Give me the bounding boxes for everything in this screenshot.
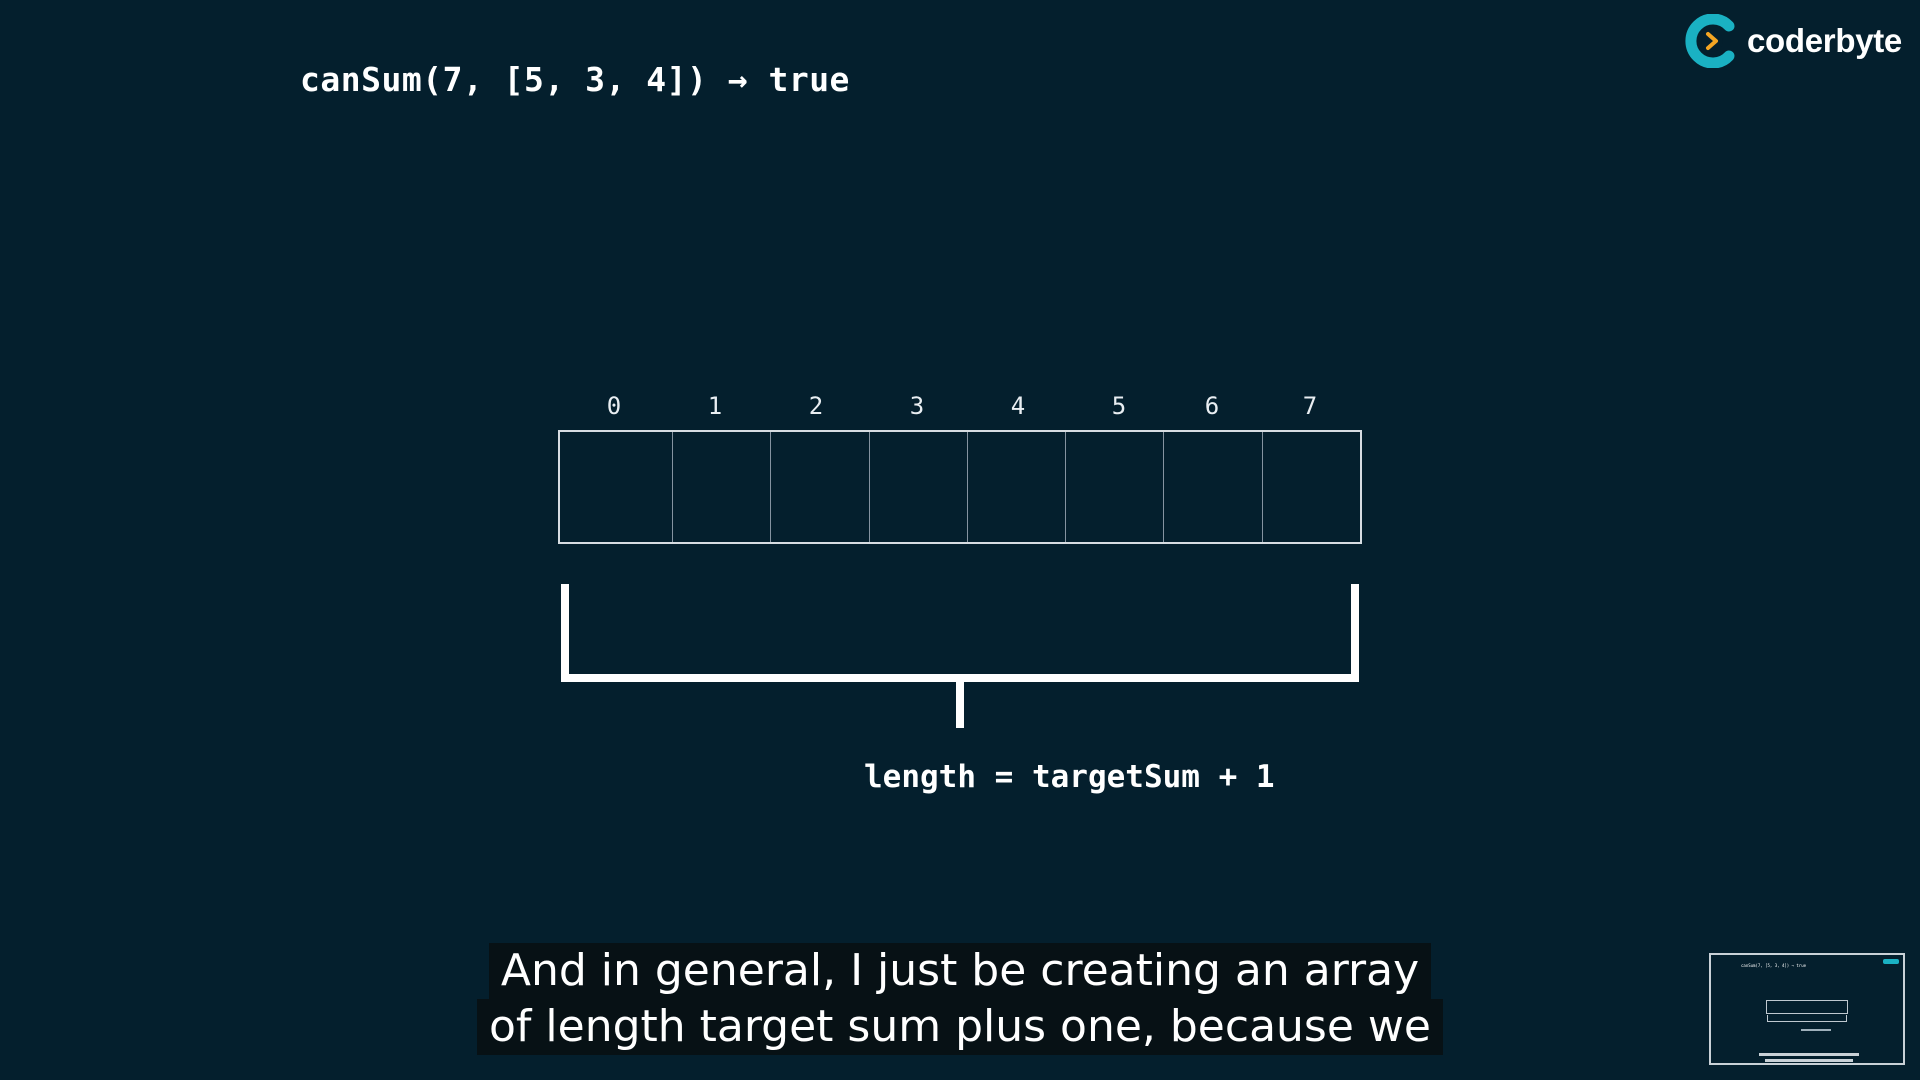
array-index: 5 xyxy=(1111,392,1127,420)
slide-title: canSum(7, [5, 3, 4]) → true xyxy=(300,60,850,99)
array-index: 1 xyxy=(707,392,723,420)
array-index: 4 xyxy=(1010,392,1026,420)
coderbyte-logo-icon xyxy=(1685,13,1739,69)
thumbnail-formula xyxy=(1801,1029,1831,1031)
subtitle-line: And in general, I just be creating an ar… xyxy=(488,943,1432,999)
coderbyte-logo: coderbyte xyxy=(1685,13,1902,69)
length-formula: length = targetSum + 1 xyxy=(864,759,1275,795)
array-index: 3 xyxy=(909,392,925,420)
thumbnail-bracket xyxy=(1767,1015,1847,1022)
array-cell xyxy=(672,432,770,542)
thumbnail-logo-icon xyxy=(1883,959,1899,964)
array-indices: 0 1 2 3 4 5 6 7 xyxy=(558,392,1362,428)
array-cell xyxy=(560,432,672,542)
preview-thumbnail[interactable]: canSum(7, [5, 3, 4]) → true xyxy=(1709,953,1905,1065)
array-cell xyxy=(966,432,1065,542)
array-table xyxy=(558,430,1362,544)
thumbnail-array xyxy=(1766,1000,1848,1014)
array-index: 2 xyxy=(808,392,824,420)
array-index: 0 xyxy=(606,392,622,420)
array-cell xyxy=(1261,432,1360,542)
array-cell xyxy=(1065,432,1163,542)
array-cell xyxy=(770,432,868,542)
subtitle-line: of length target sum plus one, because w… xyxy=(477,999,1443,1055)
thumbnail-caption xyxy=(1765,1059,1853,1062)
length-bracket xyxy=(561,584,1359,728)
subtitles: And in general, I just be creating an ar… xyxy=(0,943,1920,1055)
array-index: 6 xyxy=(1204,392,1220,420)
thumbnail-title: canSum(7, [5, 3, 4]) → true xyxy=(1741,963,1807,968)
array-index: 7 xyxy=(1302,392,1318,420)
coderbyte-wordmark: coderbyte xyxy=(1746,22,1902,59)
array-cell xyxy=(868,432,967,542)
array-cell xyxy=(1163,432,1261,542)
thumbnail-caption xyxy=(1759,1053,1859,1056)
